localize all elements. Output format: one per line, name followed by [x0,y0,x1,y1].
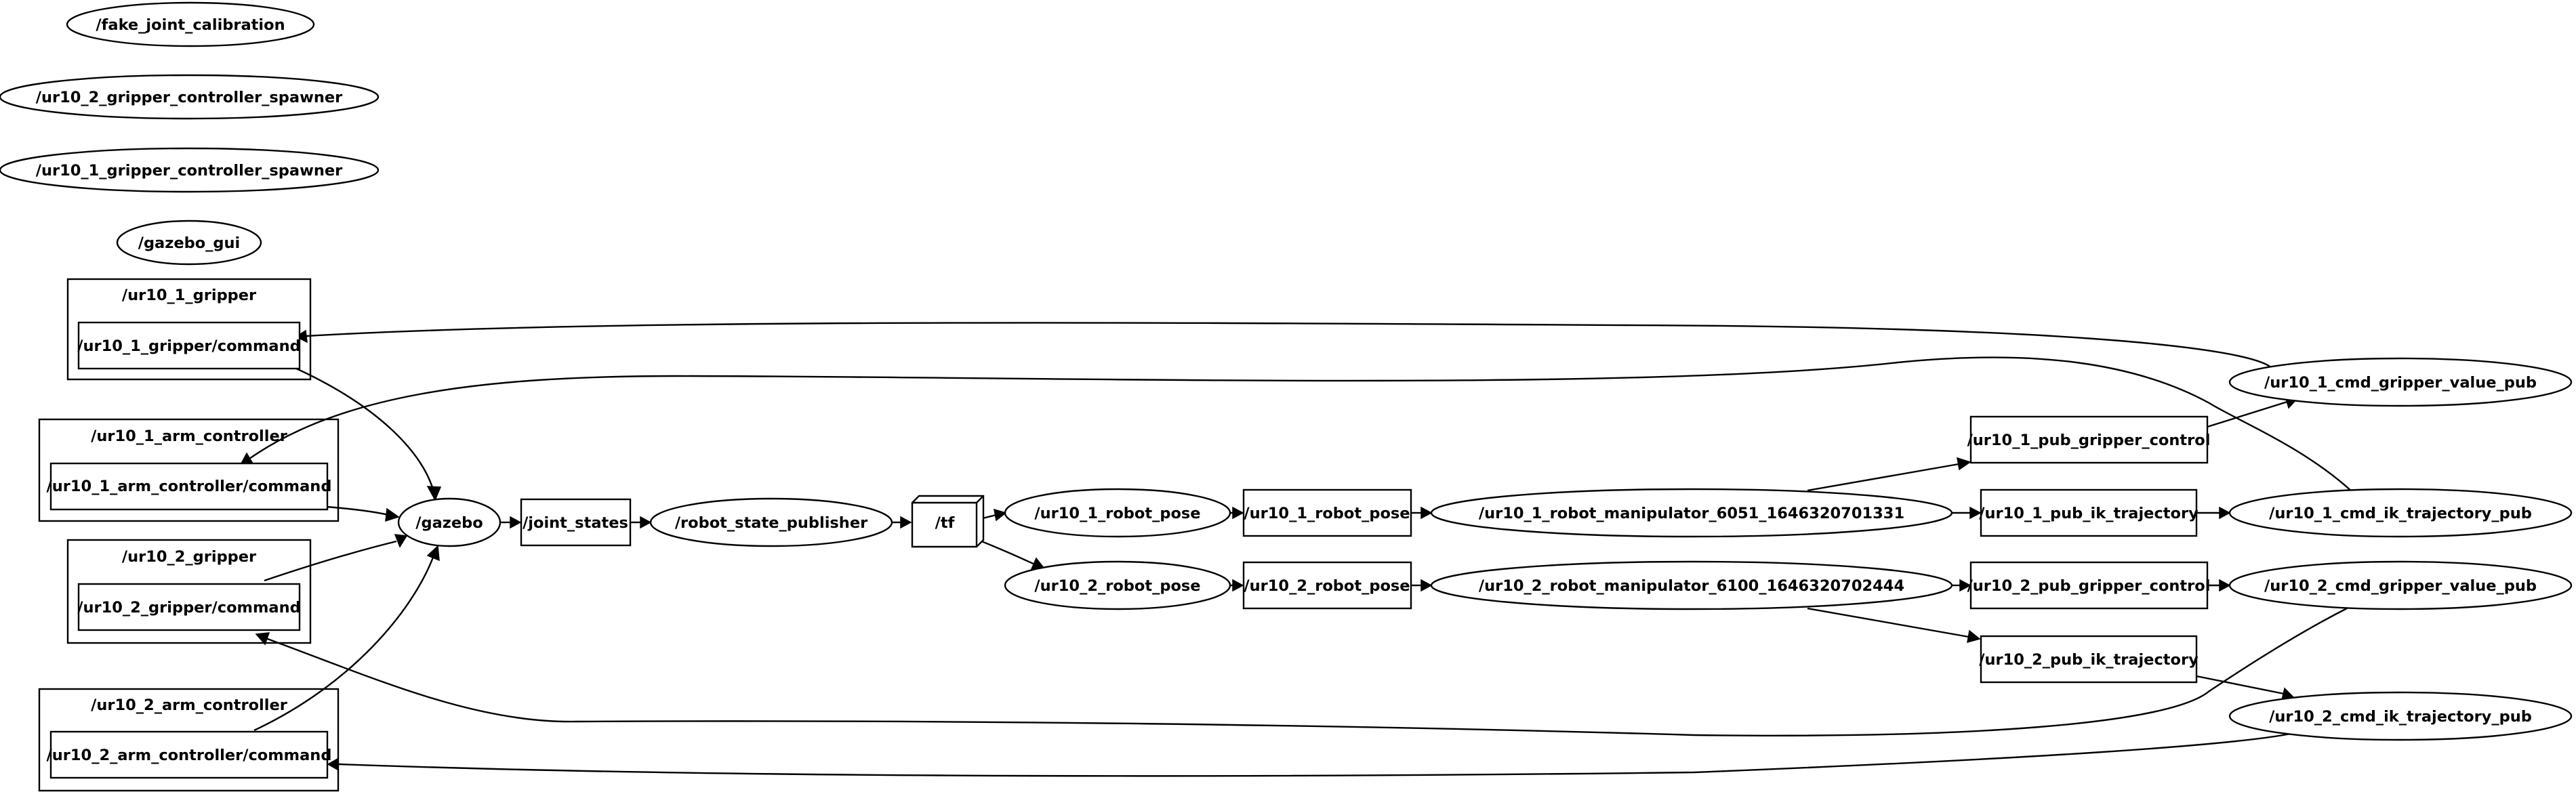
node-label: /ur10_1_gripper_controller_spawner [36,162,343,180]
arrowhead [394,534,408,548]
cluster-ur10-1-gripper: /ur10_1_gripper /ur10_1_gripper/command [66,278,312,381]
arrowhead [2219,506,2231,520]
node-ur10-1-cmd-gripper-value-pub[interactable]: /ur10_1_cmd_gripper_value_pub [2228,357,2573,407]
topic-ur10-1-arm-controller-command[interactable]: /ur10_1_arm_controller/command [47,462,332,511]
edge-gripper-value-pub-2-to-ur10-2-gripper-command [265,607,2348,736]
topic-label: /ur10_1_arm_controller/command [47,478,332,495]
topic-label: /ur10_1_pub_ik_trajectory [1979,505,2199,522]
topic-label: /joint_states [523,514,628,532]
node-ur10-1-cmd-ik-trajectory-pub[interactable]: /ur10_1_cmd_ik_trajectory_pub [2228,488,2573,538]
topic-ur10-1-pub-gripper-control[interactable]: /ur10_1_pub_gripper_control [1967,415,2211,464]
topic-ur10-2-pub-ik-trajectory[interactable]: /ur10_2_pub_ik_trajectory [1979,635,2199,684]
edge-gripper-value-pub-1-to-ur10-1-gripper-command [306,322,2273,369]
cluster-ur10-2-arm-controller: /ur10_2_arm_controller /ur10_2_arm_contr… [38,688,340,792]
node-label: /gazebo_gui [138,234,241,252]
arrowhead [385,507,400,522]
node-label: /robot_state_publisher [675,514,868,532]
node-robot-state-publisher[interactable]: /robot_state_publisher [649,497,893,547]
edge-ur10-2-gripper-command-to-gazebo [264,540,397,582]
arrowhead [2219,579,2231,592]
node-gazebo-gui[interactable]: /gazebo_gui [116,220,262,266]
edge-ur10-1-arm-command-to-gazebo [326,505,389,516]
edge-manipulator-1-to-ur10-1-pub-gripper-control [1807,463,1959,492]
edge-ik-trajectory-pub-1-to-ur10-1-arm-command [249,356,2354,493]
topic-label: /ur10_2_robot_pose [1244,577,1410,595]
topic-tf[interactable]: /tf [911,495,985,548]
topic-ur10-2-pub-gripper-control[interactable]: /ur10_2_pub_gripper_control [1967,561,2211,610]
edge-manipulator-2-to-ur10-2-pub-ik-trajectory [1807,607,1969,638]
arrowhead [426,486,442,501]
topic-label: /ur10_1_robot_pose [1244,505,1410,522]
node-label: /ur10_1_robot_manipulator_6051_164632070… [1479,505,1904,522]
arrowhead [295,329,308,343]
arrowhead [1957,457,1971,471]
node-ur10-1-gripper-controller-spawner[interactable]: /ur10_1_gripper_controller_spawner [0,147,380,193]
topic-label: /tf [935,514,955,532]
topic-label: /ur10_1_gripper/command [77,337,301,355]
node-label: /ur10_1_cmd_gripper_value_pub [2264,374,2537,392]
node-label: /ur10_1_robot_pose [1034,505,1200,522]
topic-ur10-2-robot-pose[interactable]: /ur10_2_robot_pose [1242,561,1412,610]
edges [239,322,2354,777]
topic-ur10-2-gripper-command[interactable]: /ur10_2_gripper/command [77,583,301,631]
topic-label: /ur10_1_pub_gripper_control [1967,432,2211,449]
arrowhead [900,516,912,529]
node-gazebo[interactable]: /gazebo [397,497,502,547]
edge-ur10-2-arm-command-to-gazebo [253,555,435,732]
node-fake-joint-calibration[interactable]: /fake_joint_calibration [66,1,315,47]
topic-joint-states[interactable]: /joint_states [520,498,632,547]
arrowhead [1420,506,1433,520]
edge-ik-trajectory-pub-2-to-ur10-2-arm-command [338,732,2295,777]
node-label: /ur10_2_gripper_controller_spawner [36,89,343,106]
node-label: /gazebo [415,514,483,532]
node-label: /ur10_2_robot_pose [1034,577,1200,595]
node-label: /fake_joint_calibration [96,16,285,34]
node-ur10-2-robot-manipulator[interactable]: /ur10_2_robot_manipulator_6100_164632070… [1430,560,1953,610]
arrowhead [1232,579,1244,592]
topic-label: /ur10_2_arm_controller/command [47,747,332,764]
cluster-title: /ur10_2_arm_controller [91,696,288,714]
node-ur10-2-cmd-gripper-value-pub[interactable]: /ur10_2_cmd_gripper_value_pub [2228,560,2573,610]
arrowhead [510,516,522,529]
arrowhead [994,508,1007,522]
node-ur10-2-cmd-ik-trajectory-pub[interactable]: /ur10_2_cmd_ik_trajectory_pub [2228,691,2573,741]
arrowhead [1420,579,1433,592]
node-ur10-1-robot-pose[interactable]: /ur10_1_robot_pose [1004,488,1231,538]
cluster-title: /ur10_1_arm_controller [91,428,288,445]
node-ur10-1-robot-manipulator[interactable]: /ur10_1_robot_manipulator_6051_164632070… [1430,488,1953,538]
cluster-ur10-1-arm-controller: /ur10_1_arm_controller /ur10_1_arm_contr… [38,418,340,522]
edge-ur10-2-pub-ik-trajectory-to-ik-trajectory-pub [2196,675,2285,695]
edge-tf-to-ur10-2-robot-pose [979,539,1036,566]
arrowhead [640,516,652,529]
node-label: /ur10_2_robot_manipulator_6100_164632070… [1479,577,1904,595]
topic-ur10-1-gripper-command[interactable]: /ur10_1_gripper/command [77,321,301,370]
node-label: /ur10_1_cmd_ik_trajectory_pub [2269,505,2532,522]
arrowhead [1959,579,1971,592]
node-label: /ur10_2_cmd_gripper_value_pub [2264,577,2537,595]
edge-ur10-1-gripper-command-to-gazebo [294,367,435,493]
node-label: /ur10_2_cmd_ik_trajectory_pub [2269,708,2532,726]
topic-ur10-2-arm-controller-command[interactable]: /ur10_2_arm_controller/command [47,730,332,779]
arrowhead [1967,629,1981,644]
arrowhead [255,632,270,646]
arrowhead [1232,506,1244,520]
topic-ur10-1-robot-pose[interactable]: /ur10_1_robot_pose [1242,488,1412,537]
edge-ur10-1-gripper-control-to-gripper-value-pub [2207,400,2288,428]
topic-label: /ur10_2_pub_gripper_control [1967,577,2211,595]
node-ur10-2-robot-pose[interactable]: /ur10_2_robot_pose [1004,560,1231,610]
cluster-title: /ur10_1_gripper [122,287,257,304]
topic-label: /ur10_2_pub_ik_trajectory [1979,651,2199,669]
topic-label: /ur10_2_gripper/command [77,599,301,617]
cluster-title: /ur10_2_gripper [122,548,257,566]
arrowhead [1969,506,1982,520]
arrowhead [426,545,440,562]
topic-ur10-1-pub-ik-trajectory[interactable]: /ur10_1_pub_ik_trajectory [1979,488,2199,537]
node-ur10-2-gripper-controller-spawner[interactable]: /ur10_2_gripper_controller_spawner [0,74,380,120]
cluster-ur10-2-gripper: /ur10_2_gripper /ur10_2_gripper/command [66,539,312,644]
